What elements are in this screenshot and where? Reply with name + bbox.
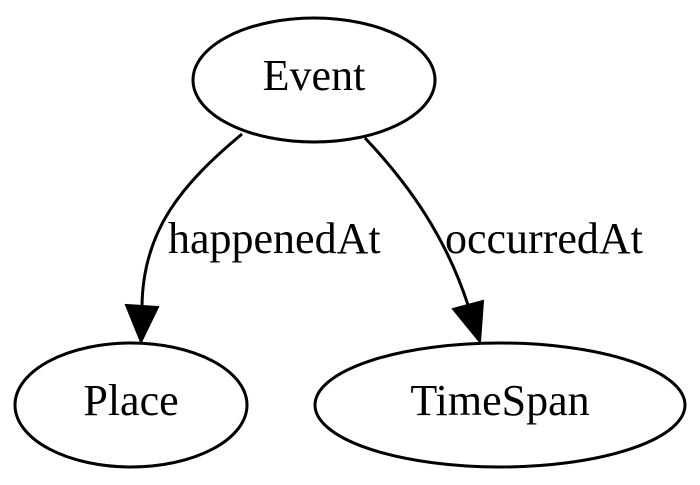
edge-line-event-timespan (363, 136, 470, 306)
node-place-shape (13, 341, 249, 469)
node-event[interactable]: Event (191, 16, 437, 144)
edge-event-to-place: happenedAt (124, 132, 381, 345)
edge-label-occurred-at: occurredAt (445, 214, 643, 263)
node-timespan-shape (313, 341, 687, 469)
edge-event-to-timespan: occurredAt (363, 136, 643, 345)
edge-line-event-place (140, 132, 243, 307)
node-place[interactable]: Place (13, 341, 249, 469)
node-event-label: Event (263, 51, 366, 100)
node-place-label: Place (83, 376, 178, 425)
arrowhead-timespan (451, 299, 485, 345)
arrowhead-place (124, 303, 160, 345)
node-timespan[interactable]: TimeSpan (313, 341, 687, 469)
edge-label-happened-at: happenedAt (168, 214, 381, 263)
node-event-shape (191, 16, 437, 144)
node-timespan-label: TimeSpan (410, 376, 589, 425)
